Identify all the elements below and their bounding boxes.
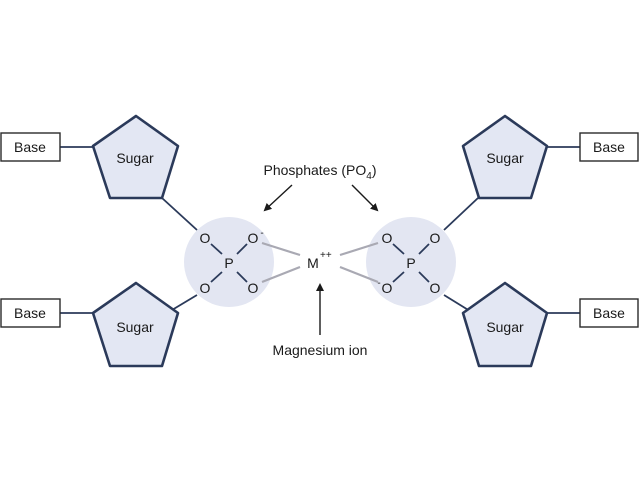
base-box — [579, 132, 639, 162]
sugar-label: Sugar — [486, 319, 524, 335]
ionic-bond-right-upper — [339, 241, 379, 257]
ionic-bond-right-lower — [339, 265, 379, 284]
base-bottom-right: Base — [579, 298, 639, 328]
base-box — [0, 298, 61, 328]
sugar-label: Sugar — [116, 150, 154, 166]
base-box — [0, 132, 61, 162]
phosphates-label: Phosphates (PO4) — [264, 162, 377, 182]
sugar-bottom-right: Sugar — [461, 281, 549, 368]
negative-charge: - — [377, 278, 380, 289]
oxygen-atom: O — [430, 280, 441, 296]
base-label: Base — [593, 305, 625, 321]
sugar-bottom-left: Sugar — [91, 281, 180, 368]
oxygen-atom: O — [382, 280, 393, 296]
bond-p-o-left-1 — [210, 243, 223, 255]
base-bottom-left: Base — [0, 298, 61, 328]
base-top-left: Base — [0, 132, 61, 162]
phosphates-close: ) — [372, 162, 377, 178]
ionic-bond-left-lower — [261, 265, 301, 284]
base-box — [579, 298, 639, 328]
ionic-bond-left-upper — [261, 241, 301, 257]
pentagon-shape — [91, 281, 180, 368]
negative-charge: - — [260, 228, 263, 239]
oxygen-atom: O — [248, 280, 259, 296]
phosphates-subscript: 4 — [366, 171, 372, 182]
bond-p-o-left-3 — [236, 243, 248, 255]
sugar-label: Sugar — [116, 319, 154, 335]
bond-sugar-oxygen-top-right — [443, 197, 479, 231]
base-top-right: Base — [579, 132, 639, 162]
oxygen-atom: O — [200, 230, 211, 246]
phosphorus-atom: P — [224, 255, 233, 271]
bond-p-o-left-4 — [236, 271, 248, 283]
bond-p-o-right-4 — [418, 271, 430, 283]
oxygen-atom: O — [200, 280, 211, 296]
pentagon-shape — [461, 114, 549, 200]
sugar-top-left: Sugar — [91, 114, 180, 200]
base-label: Base — [593, 139, 625, 155]
phosphorus-atom: P — [406, 255, 415, 271]
bond-p-o-right-1 — [392, 243, 405, 255]
sugar-label: Sugar — [486, 150, 524, 166]
base-label: Base — [14, 139, 46, 155]
left-phosphate-group: O O P O - O — [200, 228, 264, 296]
oxygen-atom: O — [248, 230, 259, 246]
arrow-to-left-phosphate — [263, 184, 293, 212]
phosphates-label-text: Phosphates (PO — [264, 162, 367, 178]
base-label: Base — [14, 305, 46, 321]
oxygen-atom: O — [382, 230, 393, 246]
bond-p-o-left-2 — [210, 271, 223, 283]
pentagon-shape — [461, 281, 549, 368]
oxygen-atom: O — [430, 230, 441, 246]
sugar-top-right: Sugar — [461, 114, 549, 200]
bond-p-o-right-3 — [418, 243, 430, 255]
right-phosphate-group: O O - P O O — [377, 230, 440, 296]
magnesium-ion-label: Magnesium ion — [273, 342, 368, 358]
pentagon-shape — [91, 114, 180, 200]
metal-charge: ++ — [320, 250, 332, 261]
arrow-to-right-phosphate — [351, 184, 379, 212]
left-phosphate-halo — [184, 217, 274, 307]
bond-p-o-right-2 — [392, 271, 405, 283]
bond-sugar-oxygen-top-left — [161, 197, 198, 231]
magnesium-ion: M ++ — [307, 250, 332, 271]
right-phosphate-halo — [366, 217, 456, 307]
metal-symbol: M — [307, 255, 319, 271]
